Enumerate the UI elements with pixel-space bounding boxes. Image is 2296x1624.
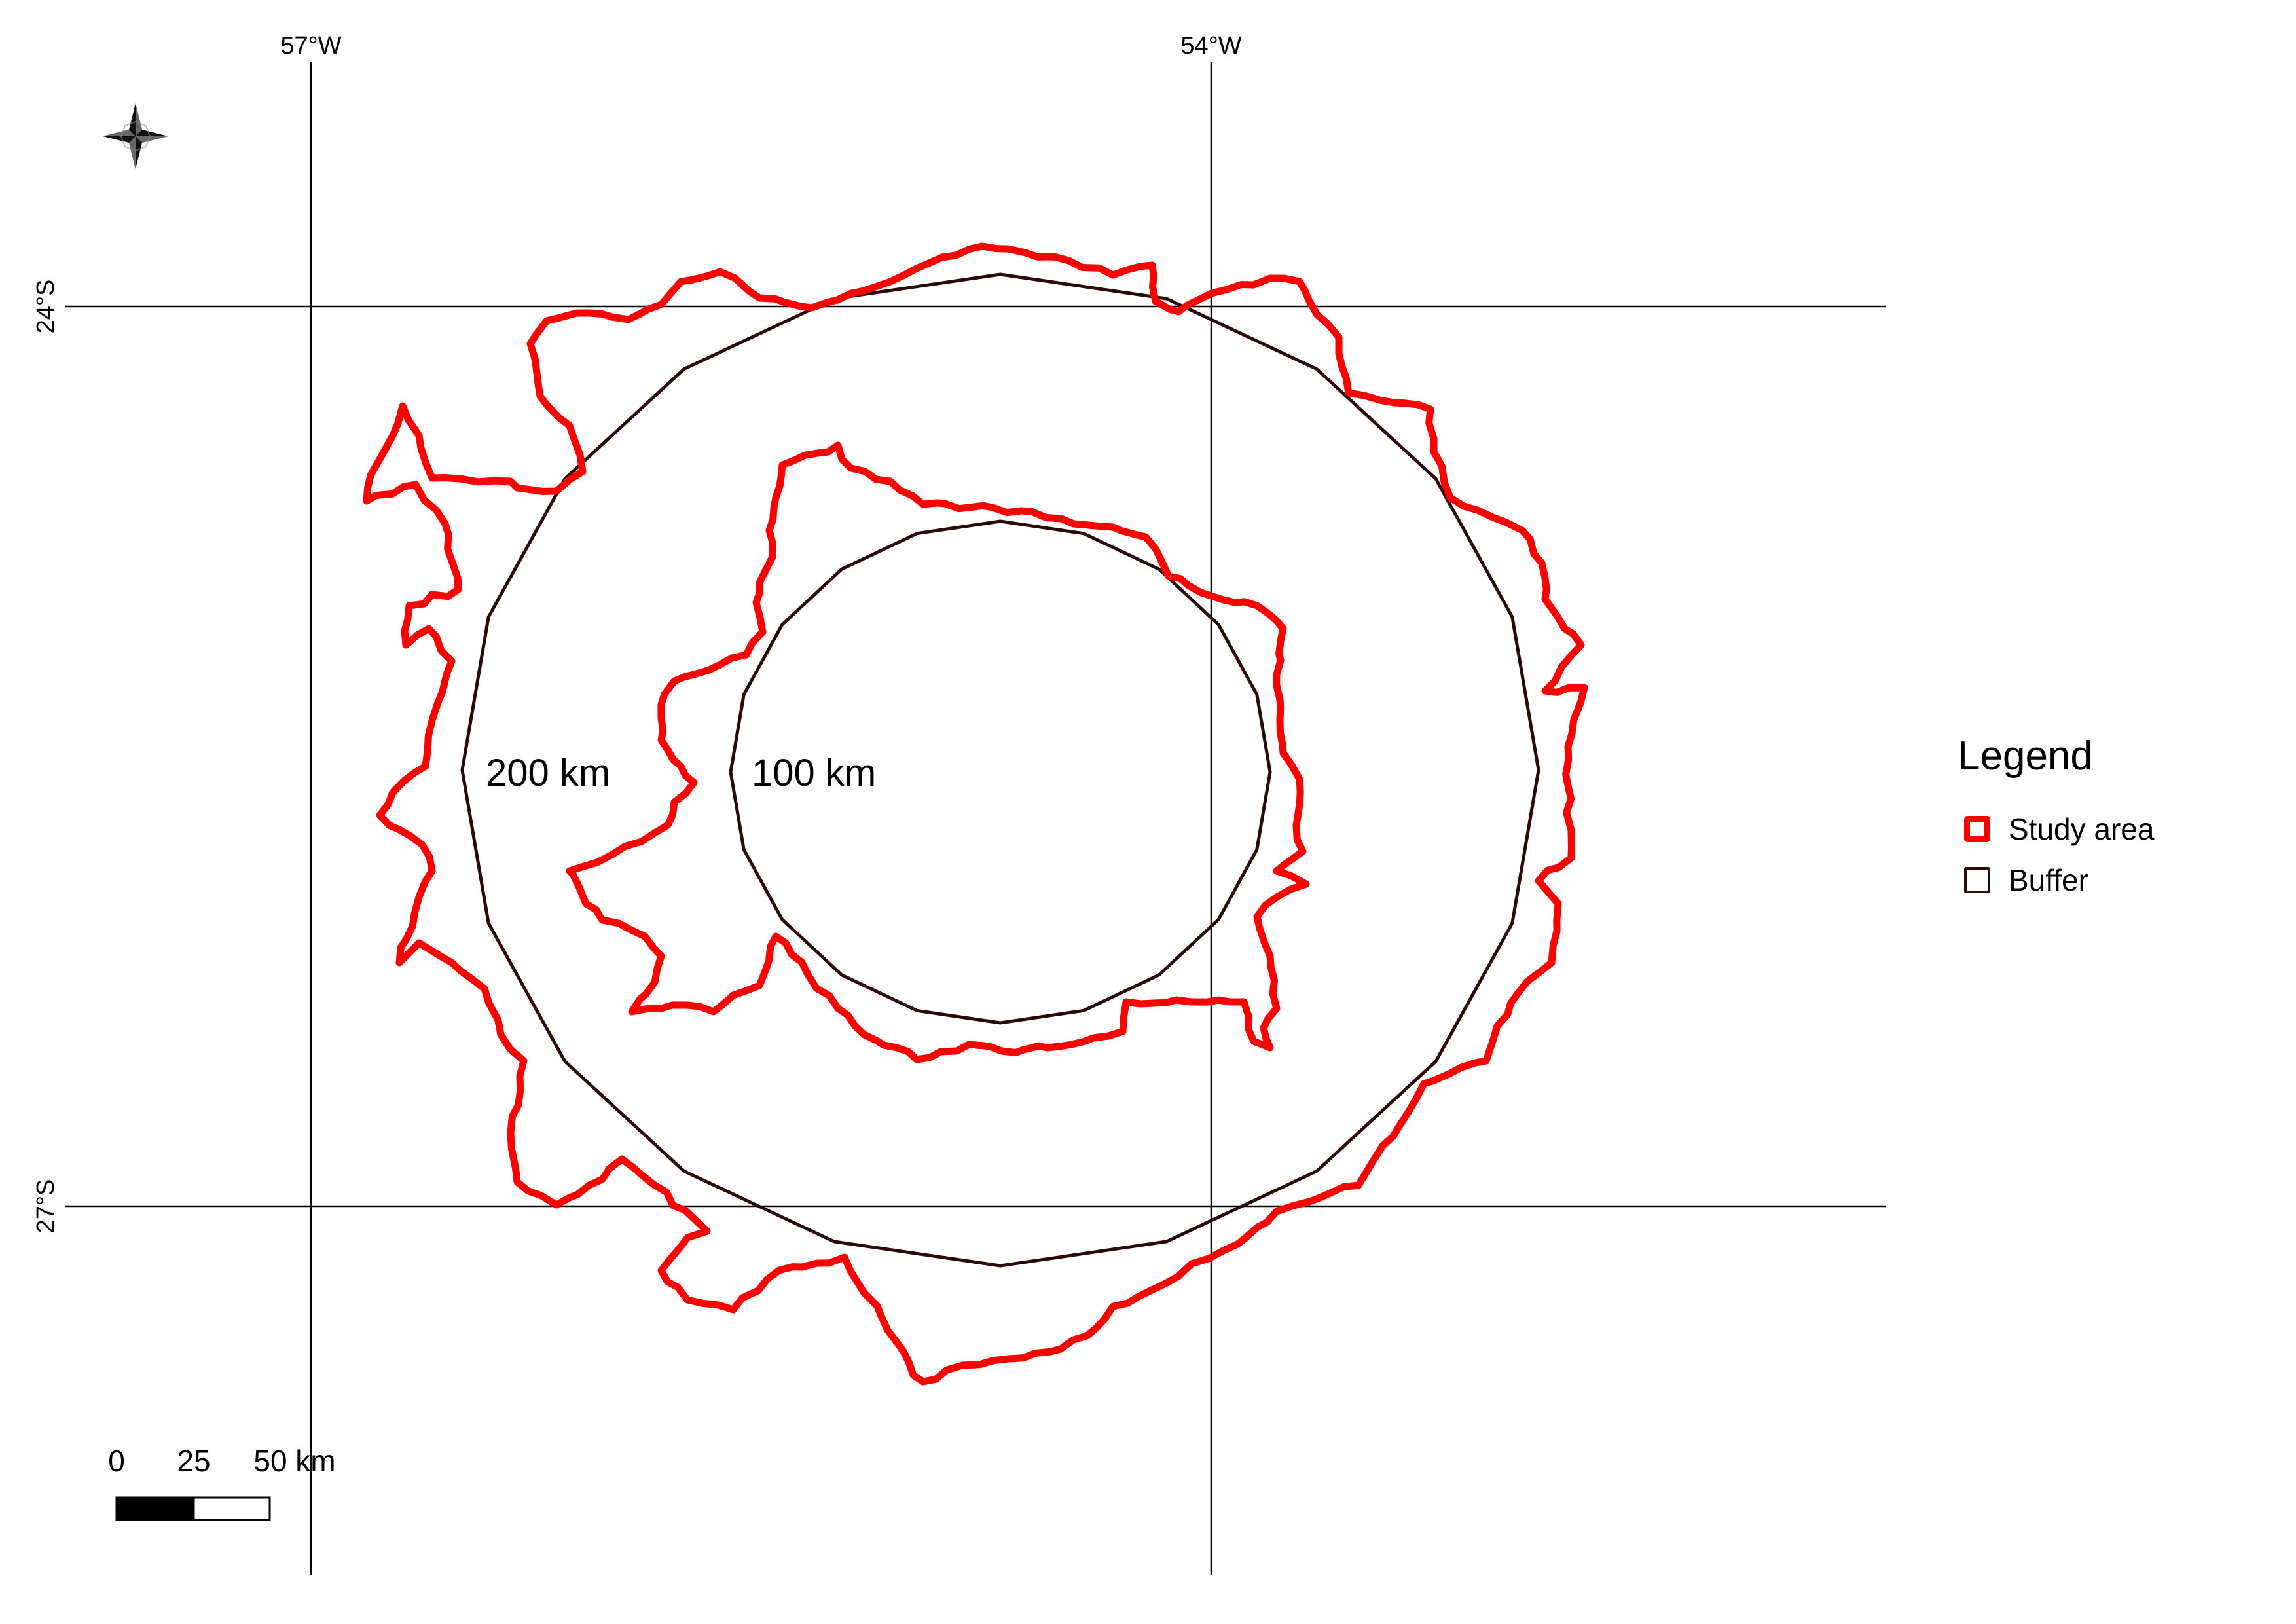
compass-star-icon [103, 103, 168, 169]
latitude-label-27s: 27°S [32, 1179, 60, 1234]
study-area-outer-boundary [363, 242, 1588, 1386]
buffer-200km-ring [460, 272, 1540, 1268]
scale-bar: 0 25 50 km [108, 1444, 336, 1521]
longitude-label-54w: 54°W [1180, 32, 1241, 60]
scale-bar-segment-black [115, 1496, 195, 1521]
latitude-label-24s: 24°S [32, 280, 60, 334]
scale-tick-0: 0 [108, 1444, 125, 1478]
legend-swatch-study-area [1964, 816, 1990, 842]
scale-tick-50km: 50 km [253, 1444, 335, 1478]
scale-bar-segment-white [192, 1496, 271, 1521]
legend-title: Legend [1958, 733, 2093, 779]
longitude-label-57w: 57°W [280, 32, 341, 60]
legend-item-buffer: Buffer [1964, 862, 2088, 898]
graticule [65, 62, 1886, 1575]
legend-swatch-buffer [1964, 867, 1990, 893]
legend-label-buffer: Buffer [2009, 863, 2088, 897]
buffer-100km-ring [729, 519, 1272, 1025]
legend-label-study-area: Study area [2009, 812, 2155, 846]
buffer-label-100km: 100 km [752, 752, 876, 794]
map-legend: Legend Study area Buffer [1958, 733, 2232, 904]
scale-tick-25: 25 [177, 1444, 210, 1478]
study-area-inner-boundary [566, 441, 1310, 1063]
buffer-label-200km: 200 km [486, 752, 610, 794]
legend-item-study-area: Study area [1964, 811, 2154, 847]
